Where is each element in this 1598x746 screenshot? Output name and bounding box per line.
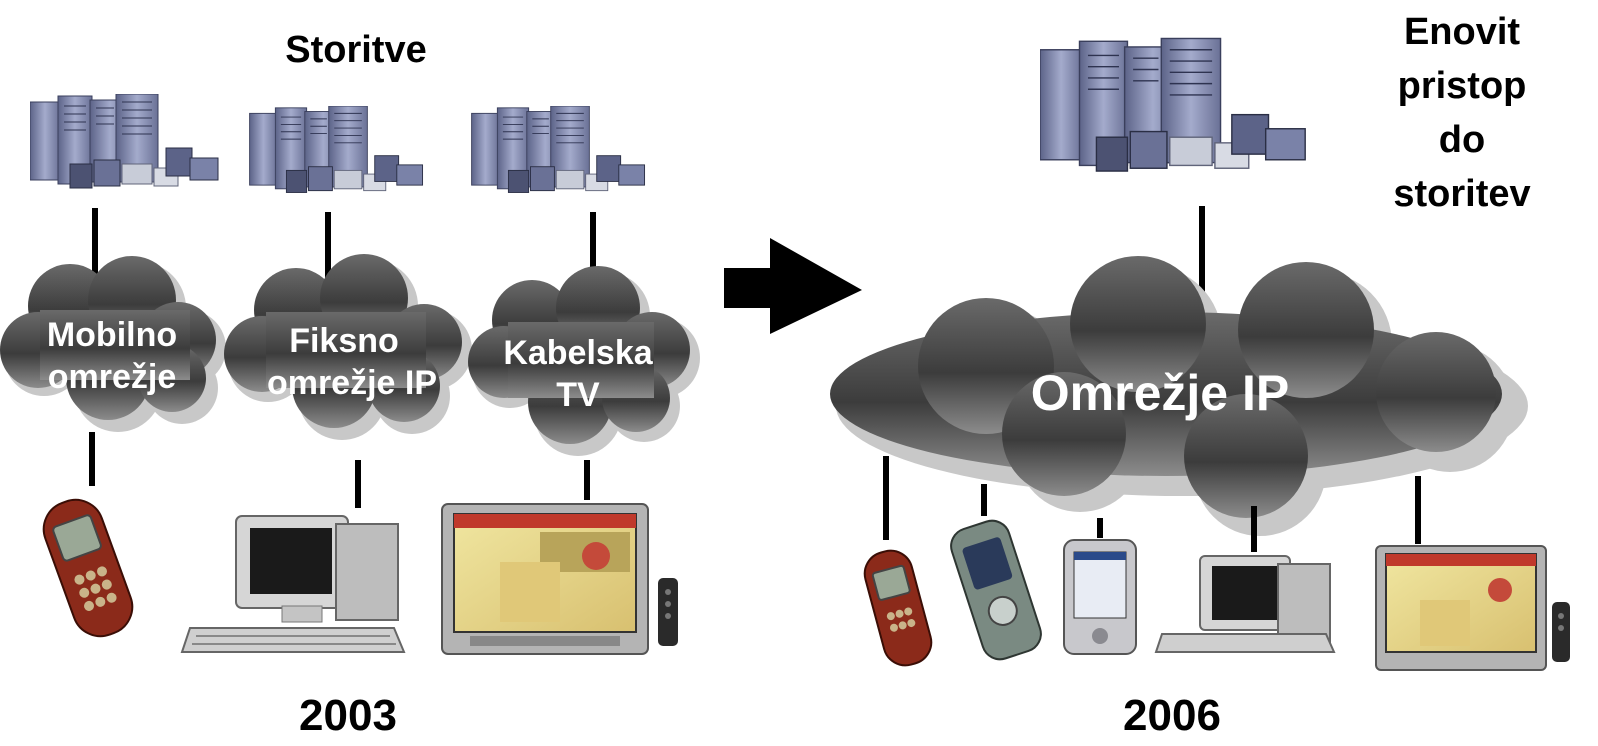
cloud-ip-network: Omrežje IP	[830, 256, 1528, 536]
unified-access-label: Enovit pristop do storitev	[1393, 11, 1530, 215]
television-icon	[1375, 545, 1547, 671]
cloud-label-line-1: Mobilno	[47, 316, 177, 354]
server-rack-icon	[249, 106, 424, 193]
cloud-label: Omrežje IP	[1031, 365, 1289, 421]
unified-access-line-2: pristop	[1398, 65, 1527, 107]
television-icon	[441, 503, 649, 655]
unified-access-line-4: storitev	[1393, 173, 1530, 215]
server-rack-icon	[1040, 37, 1306, 172]
pda-icon	[1063, 539, 1137, 655]
year-before-label: 2003	[299, 691, 397, 740]
device-links	[883, 456, 1421, 552]
cloud-cable-tv: Kabelska TV	[468, 266, 700, 456]
mobile-phone-icon	[42, 498, 134, 638]
cloud-label-line-2: omrežje IP	[267, 364, 437, 402]
server-rack-icon	[30, 94, 219, 189]
device-links	[89, 432, 590, 508]
unified-access-line-3: do	[1439, 119, 1485, 161]
cloud-label-line-2: omrežje	[48, 358, 177, 396]
cloud-label-line-2: TV	[556, 376, 600, 414]
desktop-computer-icon	[180, 515, 406, 653]
cloud-fixed-ip-network: Fiksno omrežje IP	[224, 254, 472, 440]
cloud-mobile-network: Mobilno omrežje	[0, 256, 226, 432]
remote-control-icon	[658, 578, 678, 646]
cloud-label-line-1: Fiksno	[289, 322, 399, 360]
smartphone-icon	[950, 519, 1042, 661]
right-arrow-icon	[724, 238, 862, 334]
services-title: Storitve	[285, 29, 426, 71]
mobile-phone-icon	[863, 549, 933, 667]
unified-access-line-1: Enovit	[1404, 11, 1520, 53]
remote-control-icon	[1552, 602, 1570, 662]
desktop-computer-icon	[1154, 555, 1336, 653]
year-after-label: 2006	[1123, 691, 1221, 740]
cloud-label-line-1: Kabelska	[503, 334, 653, 372]
server-rack-icon	[471, 106, 646, 193]
